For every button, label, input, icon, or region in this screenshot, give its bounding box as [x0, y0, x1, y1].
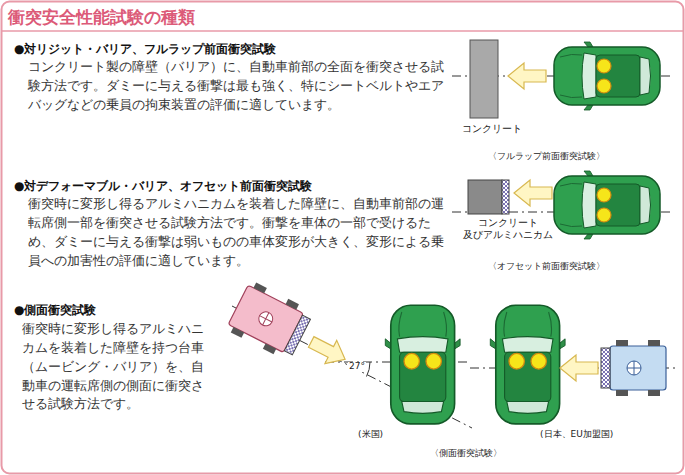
section-body: 衝突時に変形し得るアルミハニカムを装着した障壁に、自動車前部の運転席側一部を衝突…	[28, 195, 456, 270]
angle-label: 27°	[348, 362, 366, 372]
section-body: コンクリート製の障壁（バリア）に、自動車前部の全面を衝突させる試験方法です。ダミ…	[28, 58, 456, 115]
region-label: (米国)	[358, 428, 383, 441]
part-label: コンクリート 及びアルミハニカム	[458, 217, 558, 241]
figure-caption: 〈オフセット前面衝突試験〉	[488, 260, 605, 273]
title-rule	[2, 30, 683, 32]
side-figure	[225, 280, 675, 428]
full-lap-figure	[452, 40, 672, 118]
section-heading: ●対デフォーマブル・バリア、オフセット前面衝突試験	[14, 178, 312, 195]
offset-figure	[452, 171, 672, 239]
title: 衝突安全性能試験の種類	[8, 5, 195, 30]
part-label: コンクリート	[462, 122, 522, 137]
region-label: (日本、EU加盟国)	[540, 428, 613, 441]
figure-caption: 〈側面衝突試験〉	[430, 447, 502, 460]
figure-caption: 〈フルラップ前面衝突試験〉	[488, 150, 605, 163]
section-body: 衝突時に変形し得るアルミハニカムを装着した障壁を持つ台車（ムービング・バリア）を…	[22, 320, 214, 414]
section-heading: ●側面衝突試験	[14, 302, 96, 319]
section-heading: ●対リジット・バリア、フルラップ前面衝突試験	[14, 41, 276, 58]
